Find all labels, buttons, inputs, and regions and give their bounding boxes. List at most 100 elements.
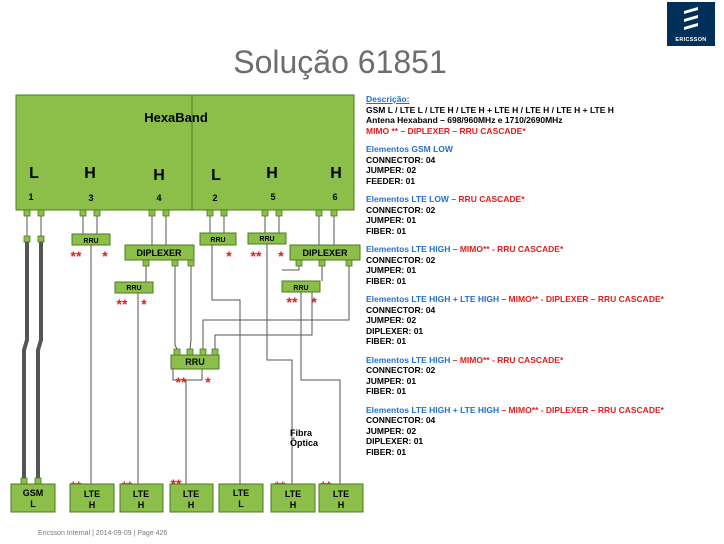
description-panel: Descrição: GSM L / LTE L / LTE H / LTE H…: [366, 94, 706, 465]
rru-2: [199, 232, 237, 246]
elements-title-suffix: – RRU CASCADE*: [448, 194, 525, 204]
svg-text:H: H: [338, 500, 345, 510]
diplexer-1: [124, 244, 195, 261]
cascade-marker-1: *: [102, 248, 108, 264]
bottom-unit-6: LTE H: [270, 483, 316, 513]
rru-4-label: RRU: [126, 285, 141, 292]
svg-text:LTE: LTE: [133, 489, 149, 499]
svg-text:H: H: [290, 500, 297, 510]
elements-title-suffix: – MIMO** - RRU CASCADE*: [450, 354, 564, 365]
bottom-unit-3: LTE H: [119, 483, 164, 513]
element-line: FIBER: 01: [366, 336, 407, 346]
element-line: JUMPER: 02: [366, 165, 417, 175]
rru-1-label: RRU: [83, 238, 98, 245]
elements-title-suffix: – MIMO** - RRU CASCADE*: [450, 244, 564, 254]
bottom-unit-4: LTE H: [169, 483, 214, 513]
elements-title: Elementos LTE HIGH + LTE HIGH: [366, 294, 500, 304]
antenna-connectors: [23, 209, 338, 217]
band-letter-5: H: [266, 165, 278, 182]
antenna-label: HexaBand: [144, 110, 208, 125]
mimo-marker-2: **: [251, 248, 262, 264]
cascade-marker-4: *: [141, 296, 147, 312]
elements-title-suffix: – MIMO** - DIPLEXER – RRU CASCADE*: [499, 294, 664, 304]
port-number-6: 6: [332, 192, 337, 202]
mimo-marker-1: **: [71, 248, 82, 264]
description-line-2: Antena Hexaband – 698/960MHz e 1710/2690…: [366, 115, 563, 125]
port-number-4: 4: [156, 193, 161, 203]
elements-block-1: Elementos GSM LOW CONNECTOR: 04 JUMPER: …: [366, 144, 706, 186]
svg-text:L: L: [30, 499, 36, 509]
description-heading: Descrição:: [366, 94, 410, 104]
element-line: CONNECTOR: 02: [366, 365, 436, 375]
bottom-unit-7: LTE H: [318, 483, 364, 513]
element-line: JUMPER: 02: [366, 315, 417, 325]
bottom-unit-2: LTE H: [69, 483, 115, 513]
elements-block-6: Elementos LTE HIGH + LTE HIGH – MIMO** -…: [366, 405, 706, 458]
antenna-hexaband: [15, 94, 355, 211]
mimo-marker-3: **: [117, 296, 128, 312]
elements-block-5: Elementos LTE HIGH – MIMO** - RRU CASCAD…: [366, 355, 706, 397]
svg-text:GSM: GSM: [23, 488, 44, 498]
fiber-cables: [90, 244, 341, 484]
fiber-label-line1: Fibra: [290, 428, 313, 438]
element-line: FIBER: 01: [366, 446, 407, 457]
element-line: JUMPER: 01: [366, 215, 417, 225]
rru-6: [170, 354, 220, 370]
ericsson-logo: ERICSSON: [667, 2, 715, 46]
description-line-1: GSM L / LTE L / LTE H / LTE H + LTE H / …: [366, 104, 614, 115]
diplexer-connectors: [142, 259, 353, 267]
svg-text:LTE: LTE: [183, 489, 199, 499]
band-letter-2: H: [84, 165, 96, 182]
gsm-feeder-cables: [20, 216, 45, 485]
band-letter-3: H: [153, 167, 165, 184]
element-line: FIBER: 01: [366, 275, 407, 286]
antenna-jumpers: [82, 216, 335, 245]
element-line: JUMPER: 01: [366, 375, 417, 386]
fiber-label-line2: Óptica: [290, 437, 319, 448]
svg-text:H: H: [188, 500, 195, 510]
slide-title: Solução 61851: [233, 44, 447, 80]
band-letter-4: L: [211, 167, 221, 184]
elements-title: Elementos LTE HIGH + LTE HIGH: [366, 404, 500, 415]
element-line: CONNECTOR: 02: [366, 254, 436, 265]
element-line: DIPLEXER: 01: [366, 436, 424, 446]
port-number-2: 2: [212, 193, 217, 203]
element-line: JUMPER: 02: [366, 425, 417, 436]
element-line: CONNECTOR: 04: [366, 304, 436, 315]
svg-text:H: H: [89, 500, 96, 510]
element-line: JUMPER: 01: [366, 265, 417, 275]
cascade-marker-3: *: [278, 248, 284, 264]
element-line: DIPLEXER: 01: [366, 325, 424, 336]
port-number-1: 1: [28, 192, 33, 202]
svg-text:LTE: LTE: [233, 488, 249, 498]
elements-title: Elementos LTE HIGH: [366, 354, 451, 365]
port-number-3: 3: [88, 193, 93, 203]
svg-text:H: H: [138, 500, 145, 510]
rru-6-label: RRU: [185, 357, 205, 367]
svg-text:LTE: LTE: [285, 489, 301, 499]
svg-text:LTE: LTE: [84, 489, 100, 499]
port-number-5: 5: [270, 192, 275, 202]
elements-title: Elementos GSM LOW: [366, 144, 453, 154]
element-line: CONNECTOR: 04: [366, 415, 436, 425]
diplexer-2-label: DIPLEXER: [302, 248, 348, 258]
band-letter-6: H: [330, 165, 342, 182]
elements-block-3: Elementos LTE HIGH – MIMO** - RRU CASCAD…: [366, 244, 706, 286]
svg-text:L: L: [238, 499, 244, 509]
band-letter-1: L: [29, 165, 39, 182]
elements-block-2: Elementos LTE LOW – RRU CASCADE* CONNECT…: [366, 194, 706, 236]
rru-2-label: RRU: [210, 237, 225, 244]
cascade-marker-5: *: [311, 294, 317, 310]
elements-title: Elementos LTE LOW: [366, 194, 449, 204]
bottom-unit-5: LTE L: [218, 483, 264, 513]
element-line: FIBER: 01: [366, 225, 407, 236]
diplexer-jumpers: [145, 266, 350, 350]
element-line: CONNECTOR: 04: [366, 154, 436, 165]
rru-3-label: RRU: [259, 236, 274, 243]
elements-title-suffix: – MIMO** - DIPLEXER – RRU CASCADE*: [499, 404, 664, 415]
elements-block-4: Elementos LTE HIGH + LTE HIGH – MIMO** -…: [366, 294, 706, 347]
footer: Ericsson Internal | 2014-09-09 | Page 42…: [38, 530, 168, 537]
element-line: FEEDER: 01: [366, 175, 416, 186]
element-line: CONNECTOR: 02: [366, 204, 436, 215]
